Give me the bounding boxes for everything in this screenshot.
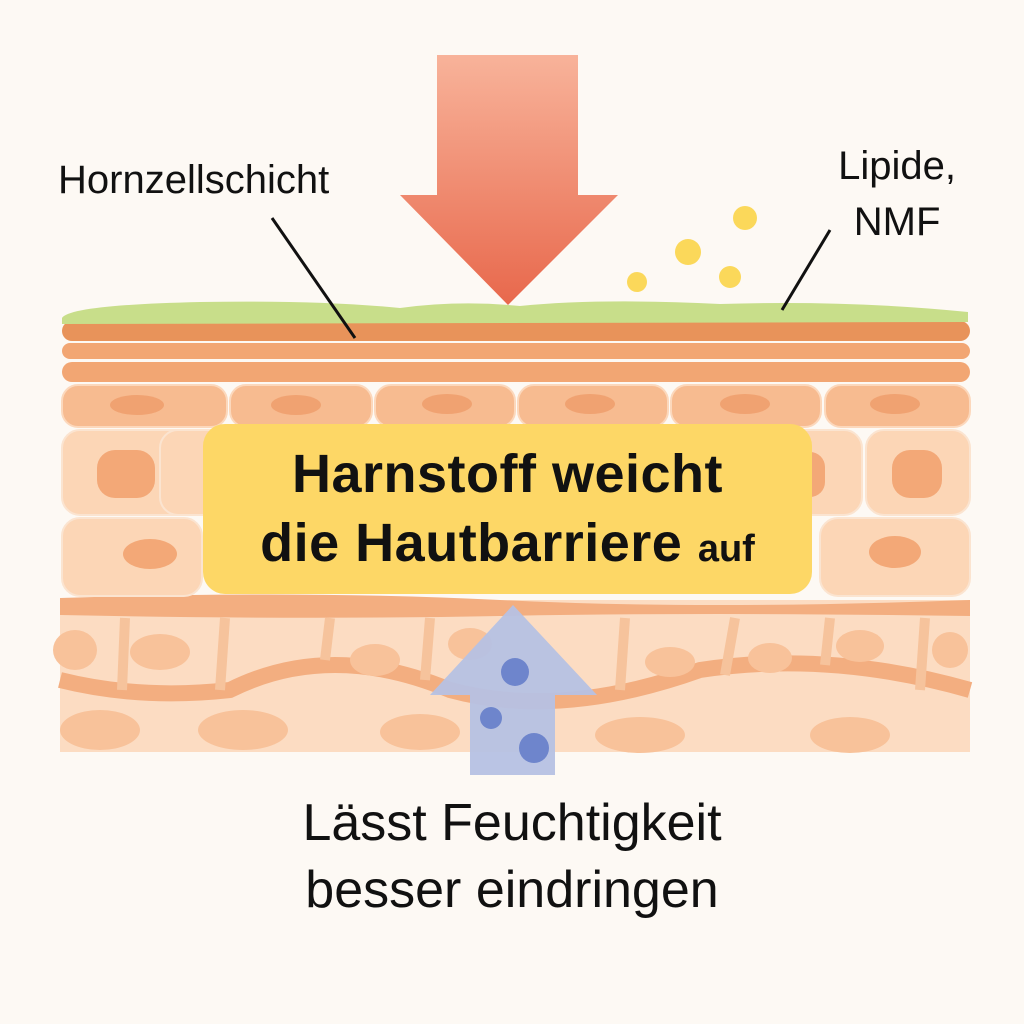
callout-text: Harnstoff weicht die Hautbarriere auf	[203, 424, 812, 594]
stratum-corneum-bands	[62, 301, 970, 382]
callout-line2-small: auf	[697, 528, 755, 570]
arrow-down-icon	[400, 55, 618, 305]
lipid-layer	[62, 301, 968, 324]
arrow-up-icon	[430, 605, 597, 775]
caption-line1: Lässt Feuchtigkeit	[302, 794, 722, 852]
lipids-label-line2: NMF	[853, 200, 941, 244]
lipids-label-line1: Lipide,	[838, 144, 956, 188]
callout-box	[203, 424, 812, 594]
callout-line2: die Hautbarriere auf	[260, 509, 755, 578]
lipids-pointer	[780, 229, 832, 311]
stratum-corneum-label: Hornzellschicht	[58, 158, 330, 202]
caption-line2: besser eindringen	[305, 861, 719, 919]
lipids-label: Lipide, NMF	[838, 146, 956, 242]
callout-line2-main: die Hautbarriere	[260, 513, 683, 573]
caption: Lässt Feuchtigkeit besser eindringen	[0, 790, 1024, 924]
callout-line1: Harnstoff weicht	[291, 443, 724, 504]
lipid-dots	[627, 206, 757, 292]
stratum-corneum-pointer	[270, 217, 357, 339]
